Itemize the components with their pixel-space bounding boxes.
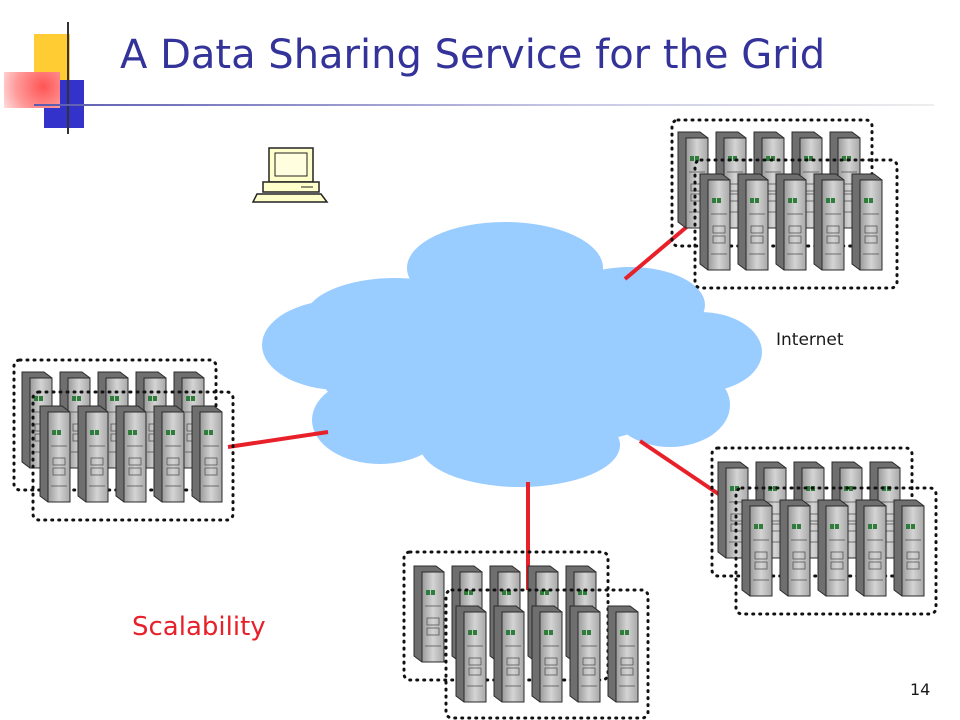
desktop-computer-icon [251,147,329,203]
server-cluster-bottom [402,550,650,720]
scalability-label: Scalability [132,612,266,642]
server-cluster-bottom-right [710,446,938,616]
internet-label: Internet [776,330,844,350]
slide-title: A Data Sharing Service for the Grid [120,32,826,78]
internet-cloud [262,222,762,487]
server-cluster-left [12,358,235,522]
accent-vertical-line [67,22,69,134]
server-cluster-top-right [670,118,899,290]
page-number: 14 [910,680,931,699]
link-left [227,430,329,449]
accent-red-square [4,72,60,108]
title-underline [34,104,934,106]
link-bottom-right [638,439,722,497]
